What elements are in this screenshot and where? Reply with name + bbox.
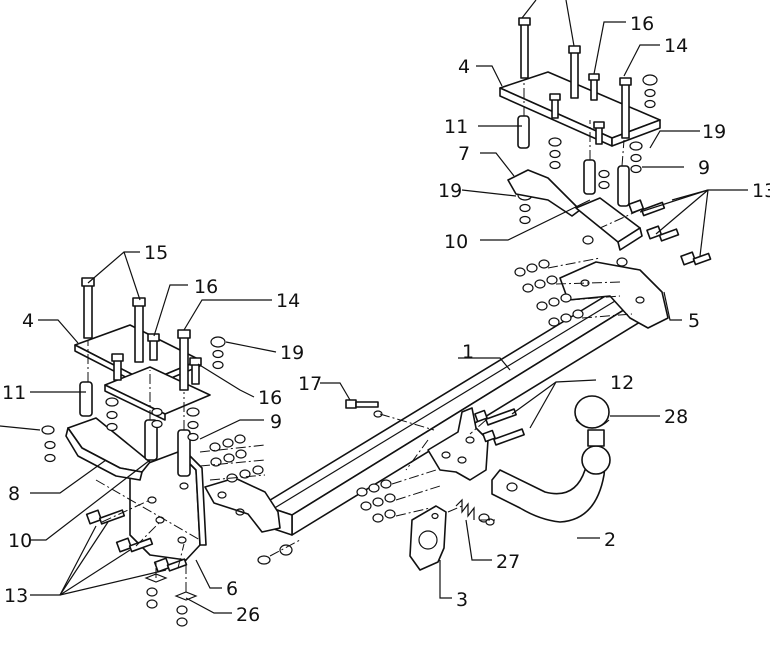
label-10-right: 10 (444, 231, 468, 253)
tow-ball-neck (491, 454, 607, 523)
label-3: 3 (456, 589, 468, 611)
leader-lines (0, 0, 748, 614)
tow-ball (574, 395, 611, 475)
label-14-right: 14 (664, 35, 688, 57)
left-bottom-nuts (144, 544, 293, 627)
center-bolts (474, 408, 525, 446)
label-28: 28 (664, 406, 688, 428)
socket-plate (409, 505, 447, 571)
label-17: 17 (298, 373, 322, 395)
label-4-right: 4 (458, 56, 470, 78)
label-13-right: 13 (752, 180, 770, 202)
left-washers-nuts (41, 336, 226, 463)
label-1: 1 (462, 341, 474, 363)
label-7: 7 (458, 143, 470, 165)
right-long-bolts (518, 17, 632, 145)
label-16-right: 16 (630, 13, 654, 35)
label-9-left: 9 (270, 411, 282, 433)
label-8: 8 (8, 483, 20, 505)
spring (455, 498, 495, 526)
label-13-left: 13 (4, 585, 28, 607)
right-bracket (507, 169, 643, 251)
label-16-left-top: 16 (194, 276, 218, 298)
bolt-17 (345, 399, 383, 418)
label-4-left: 4 (22, 310, 34, 332)
label-9-right: 9 (698, 157, 710, 179)
label-19-left: 19 (280, 342, 304, 364)
label-26: 26 (236, 604, 260, 626)
label-11-right: 11 (444, 116, 468, 138)
left-beam-end-plate (204, 477, 281, 533)
label-15: 15 (144, 242, 168, 264)
left-bracket (65, 417, 151, 481)
label-19-right-mid: 19 (438, 180, 462, 202)
label-16-left-mid: 16 (258, 387, 282, 409)
label-14-left: 14 (276, 290, 300, 312)
label-27: 27 (496, 551, 520, 573)
label-5: 5 (688, 310, 700, 332)
label-10-left: 10 (8, 530, 32, 552)
label-2: 2 (604, 529, 616, 551)
alignment-lines (87, 80, 641, 592)
center-nut-cluster (356, 479, 396, 523)
part-labels: 1 2 3 4 4 5 6 7 8 9 9 10 10 11 11 12 13 … (2, 13, 770, 626)
label-12: 12 (610, 372, 634, 394)
left-bolt-nut-cluster (209, 434, 264, 483)
left-side-plate (129, 449, 207, 561)
label-11-left: 11 (2, 382, 26, 404)
right-horizontal-bolts (628, 199, 712, 266)
left-spacers (79, 381, 191, 477)
left-long-bolts (81, 277, 202, 391)
label-6: 6 (226, 578, 238, 600)
right-bolt-nut-cluster (514, 235, 628, 327)
label-19-right-top: 19 (702, 121, 726, 143)
